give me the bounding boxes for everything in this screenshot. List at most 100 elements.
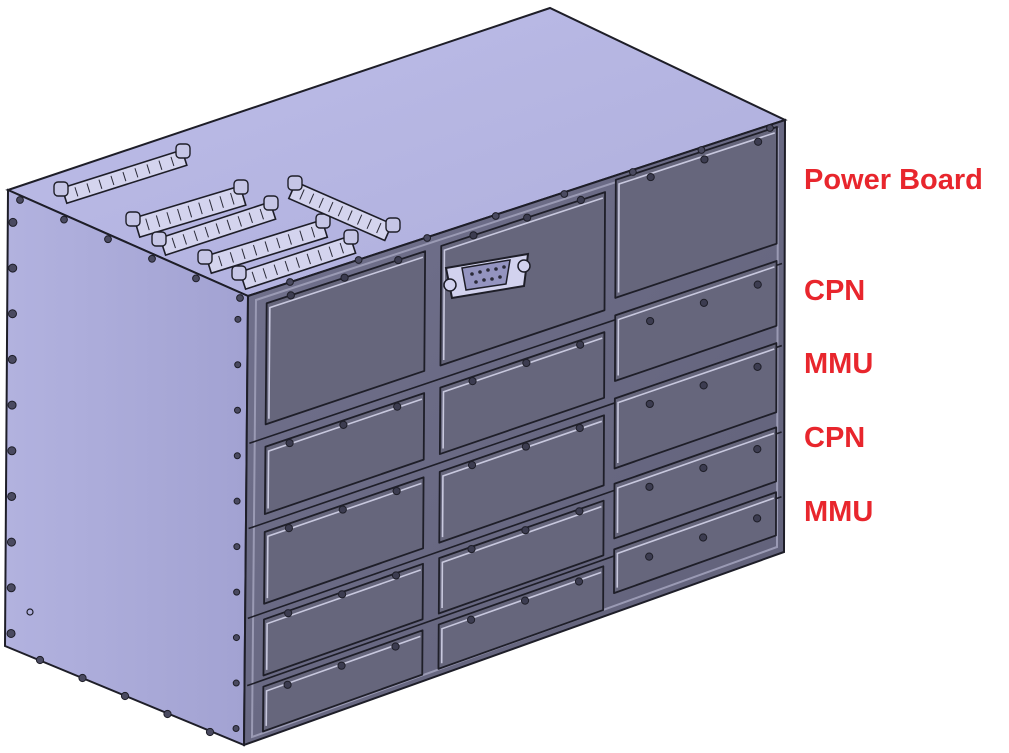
side-screw-set [6, 124, 774, 737]
connector-pin [177, 208, 182, 221]
window-outline [262, 629, 424, 733]
front-window [262, 629, 424, 733]
connector-pin [308, 193, 315, 204]
top-rim-screw [192, 274, 200, 283]
front-bezel-rim [250, 127, 780, 739]
window-highlight [265, 635, 421, 726]
connector-pin [187, 205, 193, 218]
connector-standoff [385, 217, 401, 233]
front-db9-connector [443, 252, 531, 300]
connector-pin [237, 216, 242, 227]
side-screw [78, 673, 87, 683]
front-screw [523, 213, 532, 222]
side-screw [120, 691, 130, 701]
front-screw [286, 291, 295, 300]
side-screw [233, 497, 241, 505]
connector-pin [310, 226, 316, 238]
front-screw [699, 463, 708, 473]
top-rim-screw [236, 294, 244, 302]
top-rim-screw [286, 278, 294, 286]
window-outline [438, 331, 606, 455]
front-screw-set [283, 137, 763, 689]
front-screw [646, 172, 655, 182]
front-screw [392, 486, 401, 496]
window-highlight [616, 432, 775, 533]
connector-standoff [175, 143, 191, 159]
label-mmu-2: MMU [804, 496, 874, 528]
window-outline [614, 126, 778, 299]
top-rim-screw [354, 256, 363, 264]
connector-pin [134, 168, 139, 178]
connector-pin [317, 250, 322, 261]
side-screw [35, 655, 45, 665]
side-screw [205, 727, 215, 737]
connector-pin [182, 234, 187, 245]
connector-pin [166, 212, 171, 224]
window-highlight [442, 197, 604, 360]
front-screw [753, 514, 762, 523]
top-rim-screw [60, 215, 68, 224]
connector-pin [295, 257, 300, 268]
front-screw [753, 280, 762, 289]
front-screw [466, 615, 476, 624]
front-window [614, 126, 778, 299]
front-screw [520, 596, 530, 605]
front-window [613, 491, 777, 595]
side-screw [234, 361, 242, 369]
side-screw [232, 679, 240, 687]
window-outline [262, 562, 424, 677]
front-screw [522, 358, 531, 368]
connector-pin [259, 208, 264, 220]
side-screw [233, 588, 241, 596]
connector-pin [306, 253, 311, 265]
window-outline [263, 476, 425, 605]
window-highlight [265, 569, 422, 670]
side-screw [233, 543, 241, 551]
connector-pin [337, 206, 344, 217]
front-screw [575, 423, 584, 433]
front-screw [337, 661, 346, 670]
label-cpn-1: CPN [804, 275, 866, 307]
connector-pin [252, 244, 258, 256]
side-screw [7, 400, 17, 410]
window-highlight [617, 132, 776, 293]
connector-pin [86, 183, 91, 193]
front-screw [521, 526, 530, 535]
front-screw [645, 399, 654, 409]
side-screw [7, 491, 17, 501]
connector-pin [328, 246, 333, 258]
side-screw [6, 628, 16, 638]
window-outline [613, 491, 777, 595]
window-highlight [616, 348, 775, 463]
connector-pin [193, 230, 198, 242]
connector-pin [170, 156, 175, 167]
top-dsub-connector [197, 213, 331, 275]
side-screw [7, 354, 17, 364]
connector-pin [366, 218, 372, 229]
front-screw [393, 402, 402, 411]
top-rim-screw [697, 146, 706, 154]
front-screw [469, 231, 478, 240]
front-screw [576, 340, 585, 349]
connector-standoff [125, 211, 141, 227]
front-window [438, 414, 605, 544]
connector-pin [241, 248, 246, 260]
front-screw [699, 298, 709, 307]
top-rim-screw [104, 235, 112, 244]
connector-pin [299, 189, 305, 200]
top-dsub-connector [151, 195, 279, 257]
connector-pin [318, 197, 324, 208]
connector-pin [356, 214, 363, 225]
front-screw [338, 505, 347, 514]
front-window [438, 331, 606, 455]
front-screw [754, 137, 763, 146]
side-screw [8, 217, 18, 227]
connector-pin [145, 218, 150, 231]
connector-pin [146, 164, 151, 174]
connector-pin [328, 201, 334, 213]
connector-pin [248, 212, 253, 224]
front-screw [753, 445, 762, 454]
front-screw [574, 577, 584, 586]
top-rim-screw [560, 190, 569, 198]
